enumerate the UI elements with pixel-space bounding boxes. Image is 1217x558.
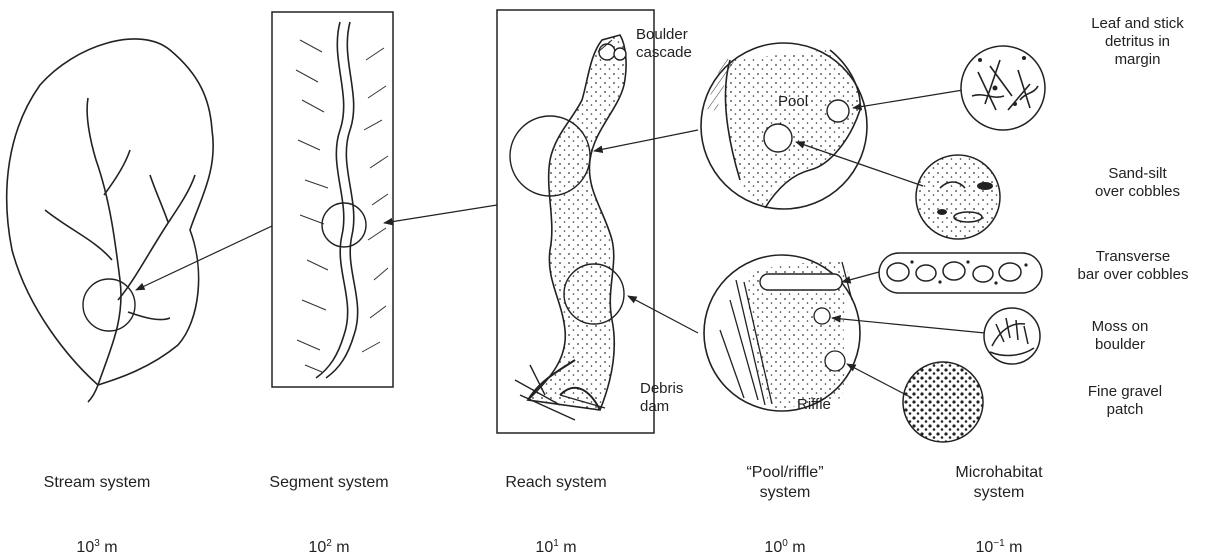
scale-pool-riffle: 100 m [764, 534, 805, 558]
label-fine-gravel: Fine gravel patch [1065, 383, 1185, 419]
scale-microhabitat: 10−1 m [976, 534, 1023, 558]
label-debris-dam: Debris dam [640, 380, 683, 416]
arrow-segment-to-stream [136, 226, 272, 290]
label-pool: Pool [778, 93, 808, 111]
label-moss-boulder: Moss on boulder [1065, 318, 1175, 354]
system-name-segment: Segment system [269, 473, 388, 493]
arrow-riffle-to-reach [628, 296, 698, 333]
segment-channel-drawing [316, 22, 358, 378]
arrow-gravel-to-riffle [847, 364, 912, 398]
system-name-pool-riffle: “Pool/riffle” system [746, 463, 823, 503]
label-riffle: Riffle [797, 396, 831, 414]
label-sand-silt: Sand-silt over cobbles [1075, 165, 1200, 201]
stream-highlight-circle [83, 279, 135, 331]
label-transverse-bar: Transverse bar over cobbles [1053, 248, 1213, 284]
arrow-reach-to-segment [384, 205, 497, 223]
moss-boulder-circle [984, 308, 1040, 364]
segment-frame [272, 12, 393, 387]
system-name-stream: Stream system [44, 473, 151, 493]
stream-catchment-drawing [7, 39, 213, 402]
arrow-leaf-to-pool [853, 90, 963, 108]
arrow-pool-to-reach [594, 130, 698, 151]
transverse-bar-pill [879, 253, 1042, 293]
riffle-circle-drawing [704, 255, 860, 411]
system-name-microhabitat: Microhabitat system [955, 463, 1042, 503]
leaf-detritus-circle [961, 46, 1045, 130]
reach-channel-drawing [515, 35, 626, 420]
sand-silt-circle [916, 155, 1000, 239]
label-boulder-cascade: Boulder cascade [636, 26, 692, 62]
fine-gravel-circle [903, 362, 983, 442]
scale-reach: 101 m [535, 534, 576, 558]
system-name-reach: Reach system [505, 473, 606, 493]
scale-segment: 102 m [308, 534, 349, 558]
scale-stream: 103 m [76, 534, 117, 558]
pool-circle-drawing [701, 43, 867, 209]
label-leaf-detritus: Leaf and stick detritus in margin [1075, 15, 1200, 69]
